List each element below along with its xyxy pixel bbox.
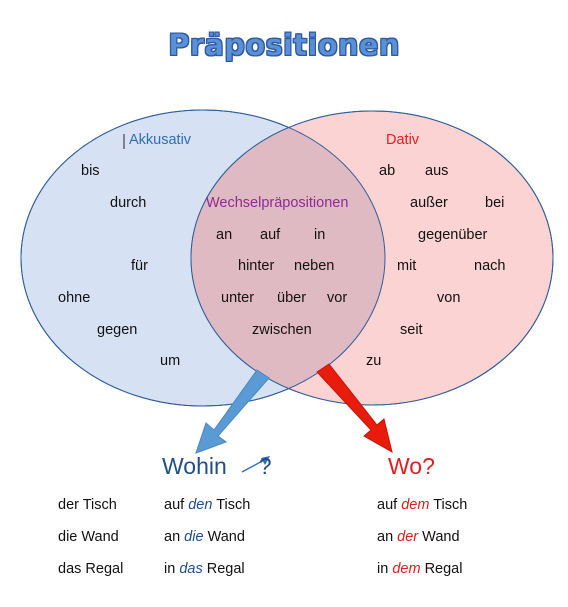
dativ-word: nach — [474, 258, 506, 274]
dative-article: der — [397, 529, 419, 545]
dativ-word: ab — [379, 163, 396, 179]
wechsel-word: hinter — [238, 258, 275, 274]
wechsel-word: neben — [294, 258, 335, 274]
noun: das Regal — [58, 561, 124, 577]
wohin-question-mark: ? — [258, 453, 272, 479]
akkusativ-word: bis — [81, 163, 100, 179]
dative-article: dem — [401, 497, 430, 513]
dativ-label: Dativ — [386, 132, 420, 148]
wo-question: Wo? — [388, 453, 435, 479]
dative-article: dem — [392, 561, 421, 577]
dativ-word: bei — [485, 195, 505, 211]
wohin-example: in das Regal — [164, 561, 245, 577]
wechsel-word: über — [277, 290, 307, 306]
akkusativ-label: Akkusativ — [129, 132, 192, 148]
page-title: Präpositionen — [168, 28, 400, 62]
wo-example: auf dem Tisch — [377, 497, 468, 513]
dativ-word: seit — [400, 322, 423, 338]
dativ-word: zu — [366, 353, 382, 369]
wohin-example: an die Wand — [164, 529, 245, 545]
akkusativ-word: für — [131, 258, 148, 274]
noun: die Wand — [58, 529, 119, 545]
arrow-to-wohin — [195, 369, 270, 454]
wechsel-word: auf — [260, 227, 281, 243]
dativ-word: gegenüber — [418, 227, 488, 243]
wohin-example: auf den Tisch — [164, 497, 251, 513]
akkusativ-word: um — [160, 353, 181, 369]
accusative-article: den — [188, 497, 213, 513]
arrow-to-wo — [316, 363, 393, 454]
noun: der Tisch — [58, 497, 117, 513]
wohin-text: Wohin — [162, 453, 227, 479]
overlap-region — [191, 111, 385, 405]
wechsel-word: unter — [221, 290, 255, 306]
wechsel-label: Wechselpräpositionen — [206, 195, 349, 211]
dativ-word: von — [437, 290, 461, 306]
wohin-question: Wohin? — [162, 452, 272, 480]
wohin-small-arrow — [241, 456, 270, 473]
akkusativ-word: gegen — [97, 322, 138, 338]
wechsel-word: zwischen — [252, 322, 312, 338]
wo-example: in dem Regal — [377, 561, 463, 577]
wechsel-word: vor — [327, 290, 348, 306]
dativ-word: aus — [425, 163, 449, 179]
dativ-word: mit — [397, 258, 417, 274]
accusative-article: die — [184, 529, 204, 545]
akkusativ-word: durch — [110, 195, 147, 211]
wo-example: an der Wand — [377, 529, 460, 545]
wechsel-word: an — [216, 227, 233, 243]
wechsel-word: in — [314, 227, 326, 243]
akkusativ-word: ohne — [58, 290, 91, 306]
dativ-word: außer — [410, 195, 448, 211]
accusative-article: das — [179, 561, 203, 577]
